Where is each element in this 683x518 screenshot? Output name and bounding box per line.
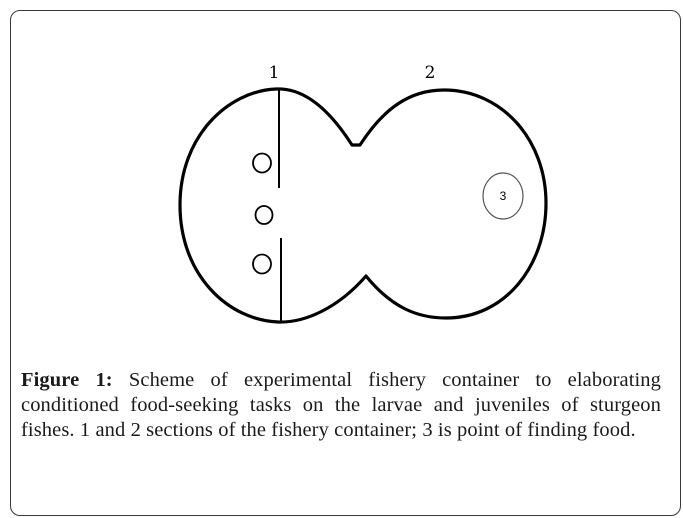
food-point-circle — [482, 172, 524, 220]
opening-bottom — [252, 253, 272, 275]
figure-frame — [10, 10, 681, 516]
fishery-container-diagram: 3 1 2 — [178, 63, 548, 324]
food-point-label: 3 — [500, 189, 507, 203]
opening-middle — [254, 205, 274, 225]
caption-text: Scheme of experimental fishery container… — [21, 369, 661, 441]
opening-top — [252, 152, 272, 174]
section-1-label: 1 — [269, 63, 280, 83]
figure-caption: Figure 1: Scheme of experimental fishery… — [21, 368, 661, 443]
container-outline — [178, 87, 548, 324]
section-2-label: 2 — [425, 63, 436, 83]
caption-label: Figure 1: — [21, 369, 113, 391]
